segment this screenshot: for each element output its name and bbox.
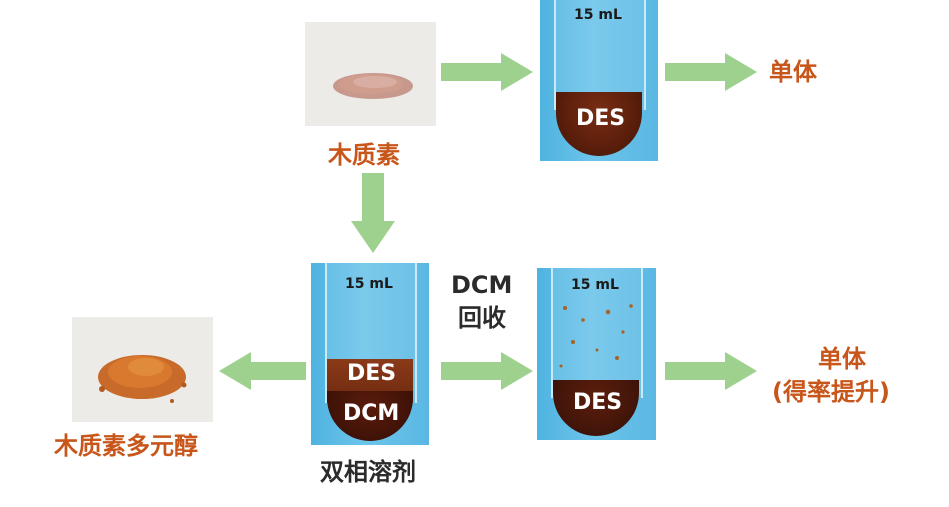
right-tube-photo: 15 mL DES	[537, 268, 656, 440]
top-tube-photo: 15 mL DES	[540, 0, 658, 161]
biphasic-tube-dcm-label: DCM	[343, 401, 400, 426]
biphasic-solvent-label: 双相溶剂	[320, 458, 416, 486]
biphasic-tube-volume-label: 15 mL	[345, 276, 393, 292]
right-tube-volume-label: 15 mL	[571, 277, 619, 293]
right-tube-des-label: DES	[573, 390, 623, 415]
monomer-bottom-label-line2: (得率提升)	[772, 378, 890, 406]
lignin-label: 木质素	[328, 141, 400, 169]
dcm-recovery-label-line2: 回收	[458, 304, 506, 332]
lignin-powder-photo	[305, 22, 436, 126]
biphasic-tube-photo: 15 mL DES DCM	[311, 263, 429, 445]
lignin-polyol-powder-photo	[72, 317, 213, 422]
monomer-top-label: 单体	[769, 58, 817, 86]
arrow-right-tube-to-monomer	[665, 352, 757, 390]
arrow-lignin-down	[351, 173, 395, 253]
dcm-recovery-label-line1: DCM	[451, 271, 513, 299]
suspended-particles	[559, 304, 633, 368]
biphasic-tube-des-label: DES	[347, 361, 397, 386]
top-tube-des-label: DES	[576, 106, 626, 131]
arrow-biphasic-to-right-tube	[441, 352, 533, 390]
monomer-bottom-label-line1: 单体	[818, 345, 866, 373]
arrow-biphasic-to-polyol	[219, 352, 306, 390]
arrow-top-tube-to-monomer	[665, 53, 757, 91]
top-tube-volume-label: 15 mL	[574, 7, 622, 23]
lignin-polyol-label: 木质素多元醇	[54, 432, 198, 460]
arrow-lignin-to-top-tube	[441, 53, 533, 91]
